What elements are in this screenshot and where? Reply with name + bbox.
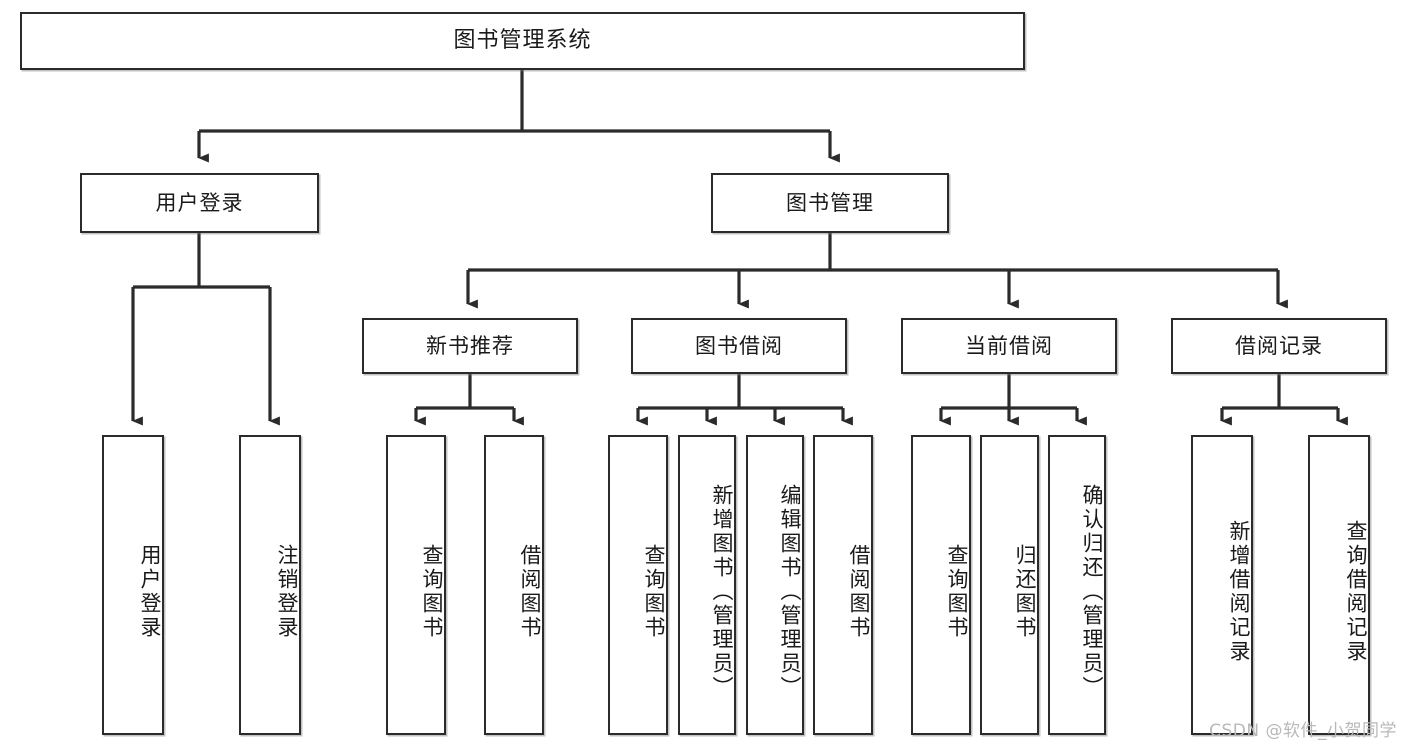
node-root-label: 图书管理系统 — [453, 28, 592, 54]
node-leaf-borrow-book-2[interactable]: 借阅图书 — [813, 435, 873, 735]
node-leaf-query-book-3-label: 查询图书 — [945, 544, 969, 640]
node-borrow-record[interactable]: 借阅记录 — [1171, 318, 1387, 374]
node-leaf-add-book[interactable]: 新增图书（管理员） — [678, 435, 736, 735]
node-leaf-query-book-3[interactable]: 查询图书 — [911, 435, 971, 735]
node-leaf-user-login[interactable]: 用户登录 — [102, 435, 164, 735]
node-leaf-query-record-label: 查询借阅记录 — [1344, 520, 1368, 664]
node-leaf-user-logout-label: 注销登录 — [275, 544, 299, 640]
node-borrow-record-label: 借阅记录 — [1235, 333, 1323, 358]
node-leaf-edit-book[interactable]: 编辑图书（管理员） — [746, 435, 804, 735]
node-current-borrow-label: 当前借阅 — [965, 333, 1053, 358]
node-leaf-query-book-1[interactable]: 查询图书 — [386, 435, 446, 735]
node-leaf-add-record-label: 新增借阅记录 — [1227, 520, 1251, 664]
node-book-management-label: 图书管理 — [786, 190, 874, 215]
node-leaf-add-book-label: 新增图书（管理员） — [710, 484, 734, 700]
node-leaf-query-book-1-label: 查询图书 — [420, 544, 444, 640]
node-leaf-borrow-book-1[interactable]: 借阅图书 — [484, 435, 544, 735]
node-leaf-borrow-book-2-label: 借阅图书 — [847, 544, 871, 640]
node-leaf-confirm-return[interactable]: 确认归还（管理员） — [1048, 435, 1106, 735]
node-user-login-label: 用户登录 — [155, 190, 244, 215]
node-book-borrow-label: 图书借阅 — [695, 333, 783, 358]
node-leaf-query-record[interactable]: 查询借阅记录 — [1308, 435, 1370, 735]
node-current-borrow[interactable]: 当前借阅 — [901, 318, 1117, 374]
node-root[interactable]: 图书管理系统 — [20, 12, 1025, 70]
csdn-watermark: CSDN @软件_小贺同学 — [1209, 721, 1397, 741]
node-leaf-return-book-label: 归还图书 — [1013, 544, 1037, 640]
node-new-book-recommend-label: 新书推荐 — [426, 333, 514, 358]
node-leaf-user-login-label: 用户登录 — [138, 544, 162, 640]
node-leaf-borrow-book-1-label: 借阅图书 — [518, 544, 542, 640]
node-leaf-user-logout[interactable]: 注销登录 — [239, 435, 301, 735]
node-book-borrow[interactable]: 图书借阅 — [631, 318, 847, 374]
node-leaf-query-book-2[interactable]: 查询图书 — [608, 435, 668, 735]
node-leaf-add-record[interactable]: 新增借阅记录 — [1191, 435, 1253, 735]
node-leaf-return-book[interactable]: 归还图书 — [980, 435, 1039, 735]
node-user-login[interactable]: 用户登录 — [80, 173, 319, 233]
node-new-book-recommend[interactable]: 新书推荐 — [362, 318, 578, 374]
node-book-management[interactable]: 图书管理 — [711, 173, 949, 233]
node-leaf-query-book-2-label: 查询图书 — [642, 544, 666, 640]
node-leaf-confirm-return-label: 确认归还（管理员） — [1080, 484, 1104, 700]
node-leaf-edit-book-label: 编辑图书（管理员） — [778, 484, 802, 700]
